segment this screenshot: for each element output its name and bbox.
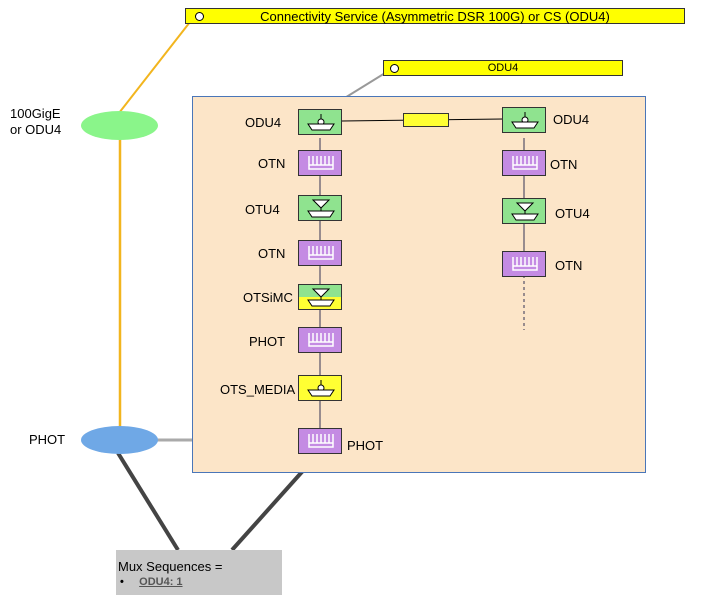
left-phot-node-2 (298, 428, 342, 454)
cs-link-line (118, 21, 191, 114)
adapter-icon (511, 202, 539, 221)
odu4-bar: ODU4 (383, 60, 623, 76)
network-element-panel (192, 96, 646, 473)
left-label-phot-1: PHOT (249, 334, 286, 349)
comb-icon (512, 156, 538, 170)
right-otn-node-2 (502, 251, 546, 277)
comb-icon (512, 257, 538, 271)
mux-title: Mux Sequences = (118, 559, 223, 574)
mux-item: • ODU4: 1 (120, 576, 183, 588)
left-label-ots-media: OTS_MEDIA (220, 382, 296, 397)
right-label-otn-1: OTN (550, 157, 578, 172)
adapter-icon (307, 380, 335, 397)
right-label-otu4: OTU4 (555, 206, 590, 221)
adapter-icon (307, 114, 335, 131)
mux-sequences-box: Mux Sequences = • ODU4: 1 (116, 550, 282, 595)
right-odu4-node (502, 107, 546, 133)
adapter-icon (307, 288, 335, 307)
left-label-otsimc: OTSiMC (243, 290, 293, 305)
left-label-odu4: ODU4 (245, 115, 282, 130)
left-otn-node-1 (298, 150, 342, 176)
adapter-icon (307, 199, 335, 218)
bullet: • (120, 576, 124, 588)
right-otu4-node (502, 198, 546, 224)
green-endpoint-ellipse (81, 111, 158, 140)
left-label-otn-1: OTN (258, 156, 286, 171)
right-label-otn-2: OTN (555, 258, 583, 273)
left-odu4-node (298, 109, 342, 135)
endpoint-bottom-label: PHOT (29, 432, 66, 447)
adapter-icon (511, 112, 539, 129)
left-label-phot-2: PHOT (347, 438, 384, 453)
mux-item-text: ODU4: 1 (139, 576, 183, 588)
cross-connector (403, 113, 449, 127)
endpoint-top-label: 100GigE or ODU4 (10, 106, 62, 137)
left-otn-node-2 (298, 240, 342, 266)
mux-line-left (116, 451, 180, 552)
ring-icon (195, 12, 204, 21)
connectivity-service-label: Connectivity Service (Asymmetric DSR 100… (260, 9, 610, 24)
odu4-bar-label: ODU4 (487, 62, 519, 74)
left-ots-media-node (298, 375, 342, 401)
left-label-otn-2: OTN (258, 246, 286, 261)
comb-icon (308, 246, 334, 260)
comb-icon (308, 156, 334, 170)
left-label-otu4: OTU4 (245, 202, 280, 217)
left-otsimc-node (298, 284, 342, 310)
comb-icon (308, 434, 334, 448)
connectivity-service-bar: Connectivity Service (Asymmetric DSR 100… (185, 8, 685, 24)
right-label-odu4: ODU4 (553, 112, 590, 127)
right-otn-node-1 (502, 150, 546, 176)
blue-endpoint-ellipse (81, 426, 158, 454)
ring-icon (390, 64, 399, 73)
comb-icon (308, 333, 334, 347)
left-otu4-node (298, 195, 342, 221)
left-phot-node-1 (298, 327, 342, 353)
